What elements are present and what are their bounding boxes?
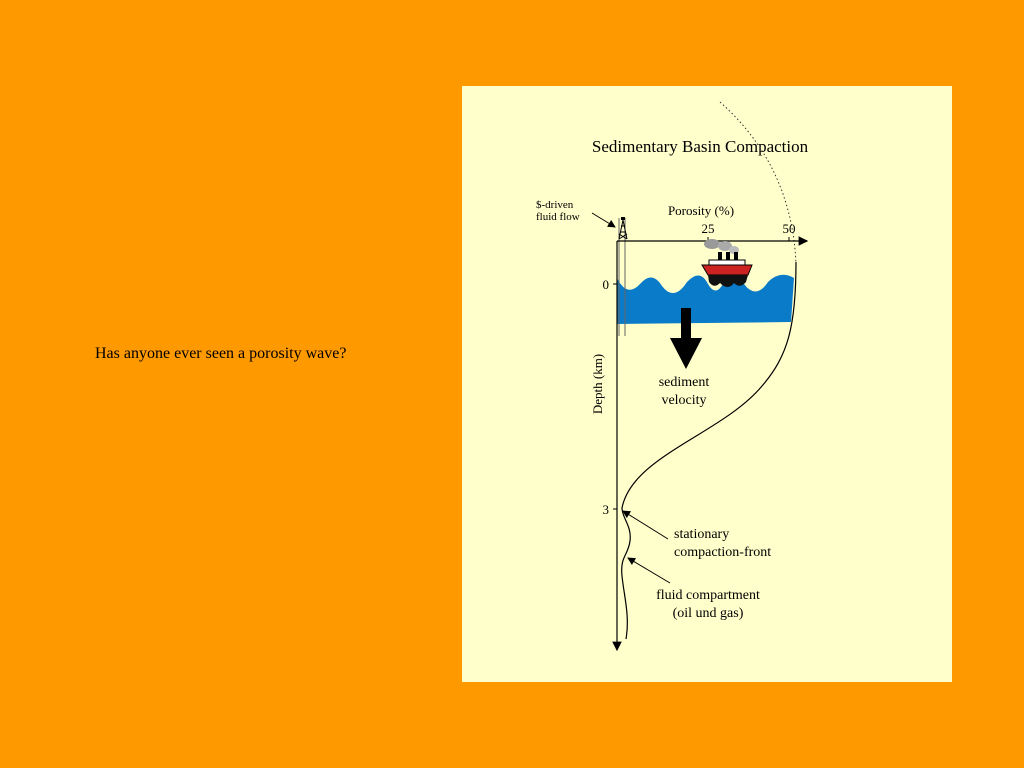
front-label-arrow <box>622 510 669 540</box>
down-arrow-icon <box>670 308 702 369</box>
figure-panel: Sedimentary Basin Compaction 25 50 Poros… <box>462 86 952 682</box>
rig-label-line1: $-driven <box>536 199 574 211</box>
compaction-diagram: Sedimentary Basin Compaction 25 50 Poros… <box>536 101 809 652</box>
figure-title: Sedimentary Basin Compaction <box>592 137 809 156</box>
compartment-label-line1: fluid compartment <box>656 588 760 603</box>
y-tick-3: 3 <box>603 502 610 517</box>
compartment-label-line2: (oil und gas) <box>673 606 744 621</box>
oil-rig-icon <box>618 217 628 336</box>
front-label-line2: compaction-front <box>674 545 771 560</box>
water-layer <box>617 274 794 324</box>
rig-label-line2: fluid flow <box>536 211 580 223</box>
slide-body-text: Has anyone ever seen a porosity wave? <box>95 345 347 362</box>
x-axis-label: Porosity (%) <box>668 203 734 218</box>
compartment-label-arrow <box>627 557 671 584</box>
velocity-label-line2: velocity <box>661 393 706 408</box>
rig-label-arrow <box>591 212 616 228</box>
y-axis-label: Depth (km) <box>590 354 605 414</box>
x-tick-50: 50 <box>783 221 796 236</box>
front-label-line1: stationary <box>674 527 729 542</box>
y-tick-0: 0 <box>603 277 610 292</box>
velocity-label-line1: sediment <box>659 375 710 390</box>
porosity-curve <box>621 261 797 640</box>
x-tick-25: 25 <box>702 221 715 236</box>
ship-icon <box>701 239 753 287</box>
dotted-arc <box>719 101 797 265</box>
